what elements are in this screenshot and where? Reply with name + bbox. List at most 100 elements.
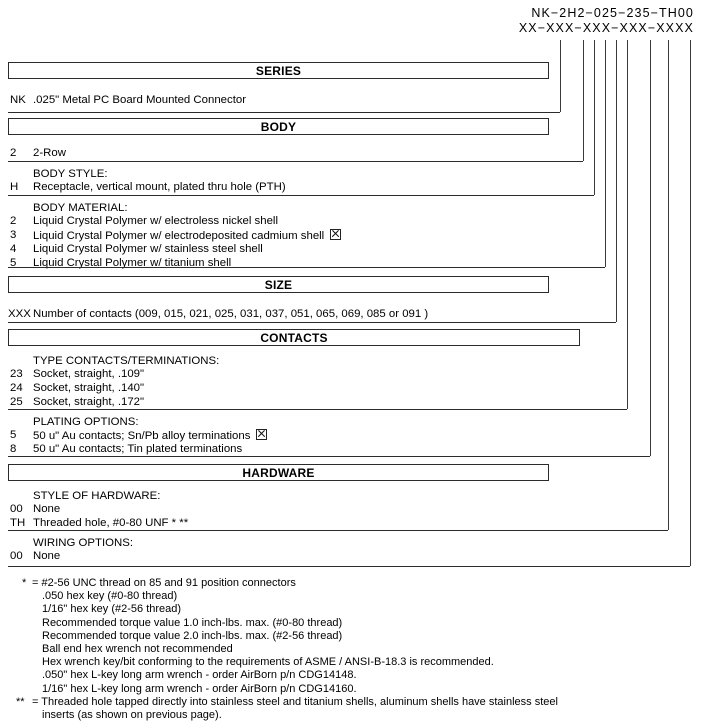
option-description-text: 2-Row [33, 147, 66, 159]
option-code: 8 [10, 443, 17, 455]
option-description: Liquid Crystal Polymer w/ stainless stee… [33, 243, 263, 255]
option-description: Receptacle, vertical mount, plated thru … [33, 181, 286, 193]
option-description-text: Liquid Crystal Polymer w/ titanium shell [33, 257, 232, 269]
group-rule-contacts-1 [8, 456, 650, 458]
section-title-text: BODY [260, 119, 297, 134]
option-code: 4 [10, 243, 17, 255]
group-label-body-2: BODY MATERIAL: [33, 202, 128, 214]
footnote-line: inserts (as shown on previous page). [42, 709, 222, 721]
group-rule-hardware-1 [8, 566, 690, 568]
option-description: None [33, 503, 60, 515]
selected-option-marker-icon[interactable] [330, 229, 342, 240]
leader-line-6 [627, 40, 628, 409]
option-code: XXX [8, 308, 31, 320]
section-title-text: SERIES [255, 63, 302, 78]
option-code: 5 [10, 429, 17, 441]
option-code: 25 [10, 396, 23, 408]
option-code: H [10, 181, 19, 193]
group-rule-size-0 [8, 322, 616, 324]
section-header-series: SERIES [8, 62, 549, 79]
footnote-line: .050 hex key (#0-80 thread) [42, 590, 178, 603]
group-label-body-1: BODY STYLE: [33, 168, 108, 180]
leader-line-1 [560, 40, 561, 112]
group-label-hardware-1: WIRING OPTIONS: [33, 537, 133, 549]
option-description-text: None [33, 503, 61, 515]
footnote-line: Recommended torque value 2.0 inch-lbs. m… [42, 629, 343, 642]
footnote-line: = Threaded hole tapped directly into sta… [32, 695, 558, 708]
option-description: Socket, straight, .172" [33, 396, 144, 408]
option-description: 50 u" Au contacts; Tin plated terminatio… [33, 443, 242, 455]
option-code: 2 [10, 215, 17, 227]
leader-line-5 [616, 40, 617, 322]
section-header-body: BODY [8, 118, 549, 135]
option-code: 5 [10, 257, 17, 269]
option-code: 2 [10, 147, 17, 159]
footnote-line: 1/16" hex key (#2-56 thread) [42, 603, 182, 616]
footnote-line: Ball end hex wrench not recommended [42, 643, 233, 655]
leader-line-2 [583, 40, 584, 161]
option-description: .025" Metal PC Board Mounted Connector [33, 94, 246, 106]
option-description-text: .025" Metal PC Board Mounted Connector [33, 94, 246, 106]
option-code: TH [10, 517, 26, 529]
option-description-text: Liquid Crystal Polymer w/ electroless ni… [33, 215, 278, 227]
option-description: Number of contacts (009, 015, 021, 025, … [33, 308, 428, 320]
leader-line-4 [605, 40, 606, 267]
group-label-contacts-0: TYPE CONTACTS/TERMINATIONS: [33, 355, 220, 367]
option-code: 24 [10, 382, 23, 394]
group-rule-body-0 [8, 161, 583, 163]
option-description-text: Liquid Crystal Polymer w/ stainless stee… [33, 243, 263, 255]
option-description: Liquid Crystal Polymer w/ electroless ni… [33, 215, 278, 227]
option-description-text: 50 u" Au contacts; Sn/Pb alloy terminati… [33, 430, 251, 442]
footnote-line: .050" hex L-key long arm wrench - order … [42, 669, 357, 682]
option-description: Liquid Crystal Polymer w/ titanium shell [33, 257, 231, 269]
group-label-contacts-1: PLATING OPTIONS: [33, 416, 139, 428]
option-description-text: Number of contacts (009, 015, 021, 025, … [33, 308, 429, 320]
option-description-text: Liquid Crystal Polymer w/ electrodeposit… [33, 230, 325, 242]
option-description-text: None [33, 550, 61, 562]
option-description: 50 u" Au contacts; Sn/Pb alloy terminati… [33, 429, 268, 442]
leader-line-3 [594, 40, 595, 195]
option-description: Socket, straight, .109" [33, 368, 144, 380]
section-header-contacts: CONTACTS [8, 329, 580, 346]
option-description: Liquid Crystal Polymer w/ electrodeposit… [33, 229, 342, 242]
group-rule-body-1 [8, 195, 594, 197]
leader-line-8 [668, 40, 669, 530]
option-description-text: Threaded hole, #0-80 UNF * ** [33, 517, 189, 529]
footnote-line: Hex wrench key/bit conforming to the req… [42, 656, 494, 669]
section-title-text: CONTACTS [260, 330, 328, 345]
option-code: 00 [10, 550, 23, 562]
option-description: Threaded hole, #0-80 UNF * ** [33, 517, 188, 529]
group-label-hardware-0: STYLE OF HARDWARE: [33, 490, 161, 502]
footnote-marker: ** [16, 695, 25, 708]
option-description-text: 50 u" Au contacts; Tin plated terminatio… [33, 443, 243, 455]
selected-option-marker-icon[interactable] [256, 429, 268, 440]
option-description-text: Socket, straight, .109" [33, 368, 145, 380]
option-description: 2-Row [33, 147, 66, 159]
option-code: 00 [10, 503, 23, 515]
section-header-size: SIZE [8, 276, 549, 293]
group-rule-contacts-0 [8, 409, 627, 411]
part-number-header: NK−2H2−025−235−TH00 XX−XXX−XXX−XXX−XXXX [0, 6, 702, 36]
group-rule-series-0 [8, 112, 560, 114]
part-number-mask: XX−XXX−XXX−XXX−XXXX [518, 21, 694, 35]
option-description-text: Receptacle, vertical mount, plated thru … [33, 181, 286, 193]
option-code: 3 [10, 229, 17, 241]
footnote-line: Recommended torque value 1.0 inch-lbs. m… [42, 616, 343, 629]
section-header-hardware: HARDWARE [8, 464, 549, 481]
option-code: 23 [10, 368, 23, 380]
leader-line-7 [650, 40, 651, 456]
option-description-text: Socket, straight, .140" [33, 382, 145, 394]
group-rule-body-2 [8, 267, 605, 269]
option-description-text: Socket, straight, .172" [33, 396, 145, 408]
option-description: Socket, straight, .140" [33, 382, 144, 394]
option-description: None [33, 550, 60, 562]
part-number-example: NK−2H2−025−235−TH00 [531, 6, 694, 20]
footnote-line: = #2-56 UNC thread on 85 and 91 position… [32, 577, 296, 589]
footnote-line: 1/16" hex L-key long arm wrench - order … [42, 682, 357, 695]
option-code: NK [10, 94, 26, 106]
group-rule-hardware-0 [8, 530, 668, 532]
leader-line-9 [690, 40, 691, 566]
footnote-marker: * [22, 577, 27, 589]
section-title-text: HARDWARE [242, 465, 315, 480]
section-title-text: SIZE [264, 277, 293, 292]
